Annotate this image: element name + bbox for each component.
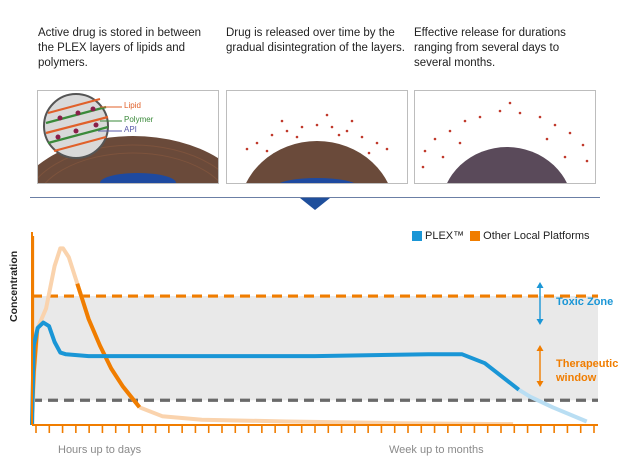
caption-3: Effective release for durations ranging … [414,27,566,69]
legend-item-other: Other Local Platforms [470,230,590,242]
therapeutic-window-label: Therapeutic window [556,358,619,384]
legend: PLEX™ Other Local Platforms [412,230,596,242]
api-core [100,173,176,183]
toxic-zone-arrow-head-up [536,282,544,288]
label-polymer: Polymer [124,115,154,124]
released-particles [421,101,589,169]
label-lipid: Lipid [124,101,141,110]
x-tick-label-hours: Hours up to days [58,444,142,456]
section-divider [30,197,600,198]
series-plex-solid [30,320,521,426]
series-other-faded [138,405,514,427]
therapeutic-window-band [32,296,598,401]
legend-label-other: Other Local Platforms [483,230,590,242]
legend-label-plex: PLEX™ [425,230,465,242]
plex-layers-illustration [38,93,218,183]
gradual-release-illustration [245,113,389,183]
series-plex-faded [517,387,588,424]
panel-plex-layers: Lipid Polymer API [37,90,219,184]
caption-1: Active drug is stored in between the PLE… [38,27,202,69]
panel-long-release [414,90,596,184]
toxic-zone-arrow-head-down [536,319,544,325]
layer-stripes [45,97,109,153]
legend-swatch-other [470,231,481,241]
y-axis-label: Concentration [8,250,20,322]
therapeutic-window-arrow-head-down [536,381,544,387]
label-api: API [124,125,137,134]
x-tick-label-weeks: Week up to months [389,444,484,456]
panel-gradual-release [226,90,408,184]
api-dots [55,106,99,140]
drug-depot-dome [246,141,388,183]
released-particles [245,113,389,155]
caption-2: Drug is released over time by the gradua… [226,27,405,54]
legend-swatch-plex [412,231,422,241]
legend-item-plex: PLEX™ [412,230,464,242]
toxic-zone-label: Toxic Zone [556,296,614,308]
drug-depot-dome [447,147,567,183]
long-release-illustration [421,101,589,183]
therapeutic-window-arrow-head-up [536,345,544,351]
